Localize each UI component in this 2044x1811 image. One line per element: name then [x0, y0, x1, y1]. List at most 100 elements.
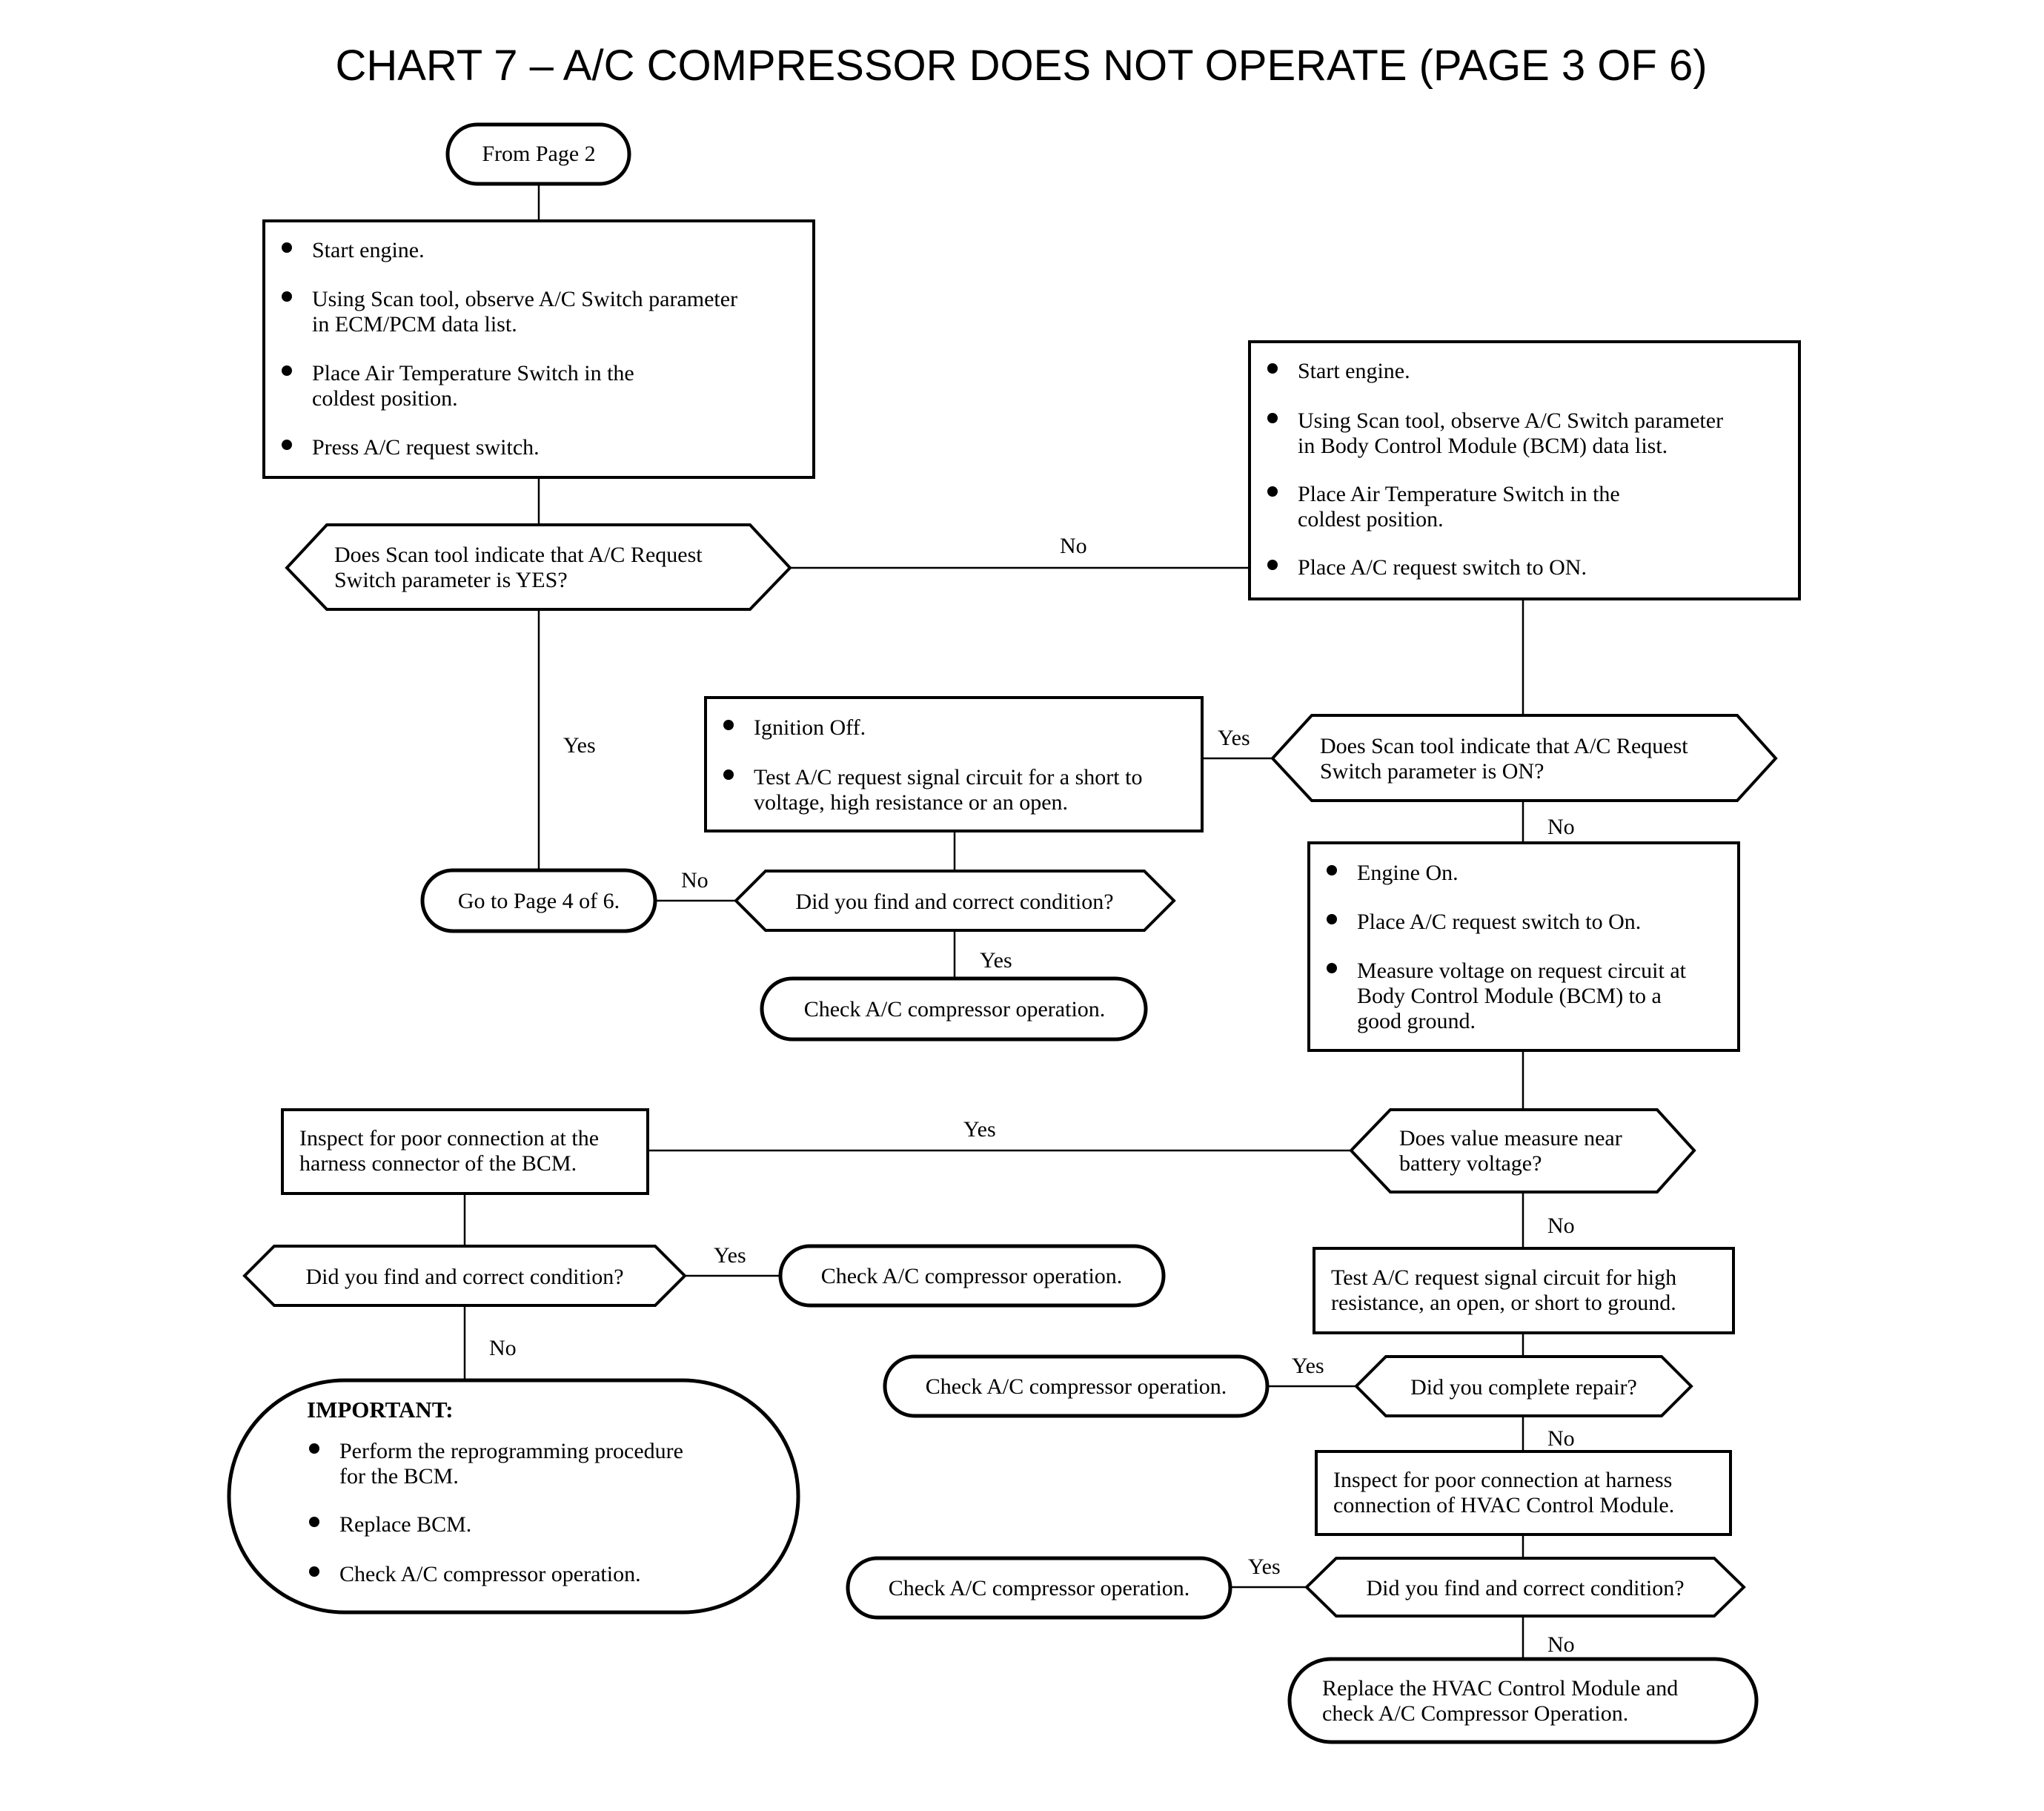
terminal-text: Check A/C compressor operation. [821, 1264, 1123, 1288]
text-line: Replace BCM. [339, 1512, 471, 1537]
text-line: Ignition Off. [754, 715, 866, 740]
edge-label-yes: Yes [1292, 1354, 1324, 1378]
text-line: Did you find and correct condition? [1366, 1576, 1684, 1600]
bullet-icon [1327, 963, 1337, 973]
step-text: Test A/C request signal circuit for a sh… [754, 765, 1142, 815]
text-line: Check A/C compressor operation. [926, 1374, 1227, 1399]
chart-title: CHART 7 – A/C COMPRESSOR DOES NOT OPERAT… [335, 42, 1707, 90]
decision-text: Did you find and correct condition? [1366, 1576, 1684, 1600]
check-operation-terminal-4: Check A/C compressor operation. [846, 1556, 1232, 1620]
step-text: Ignition Off. [754, 715, 866, 740]
text-line: Press A/C request switch. [312, 435, 540, 460]
from-page-terminal: From Page 2 [445, 122, 631, 186]
initial-steps-box: Start engine. Using Scan tool, observe A… [262, 219, 815, 479]
decision-find-correct-1: Did you find and correct condition? [734, 870, 1176, 932]
step-text: Using Scan tool, observe A/C Switch para… [1298, 408, 1723, 458]
connectors [463, 184, 1524, 1659]
text-line: Using Scan tool, observe A/C Switch para… [1298, 408, 1723, 433]
text-line: resistance, an open, or short to ground. [1331, 1291, 1676, 1315]
bullet-icon [1327, 914, 1337, 924]
bullet-icon [282, 242, 292, 253]
check-operation-terminal-2: Check A/C compressor operation. [778, 1244, 1166, 1308]
edge-label-yes: Yes [963, 1117, 996, 1142]
text-line: Did you find and correct condition? [305, 1265, 623, 1289]
text-line: Check A/C compressor operation. [804, 997, 1106, 1022]
text-line: Switch parameter is YES? [334, 568, 568, 592]
bullet-icon [1327, 865, 1337, 875]
bcm-steps-box: Start engine. Using Scan tool, observe A… [1248, 340, 1801, 600]
text-line: From Page 2 [482, 142, 595, 166]
text-line: Check A/C compressor operation. [889, 1576, 1190, 1600]
bullet-icon [723, 769, 734, 780]
text-line: Did you complete repair? [1410, 1375, 1637, 1400]
edge-label-yes: Yes [714, 1243, 746, 1268]
decision-complete-repair: Did you complete repair? [1354, 1355, 1693, 1417]
bullet-icon [309, 1517, 319, 1527]
bullet-icon [723, 720, 734, 730]
text-line: check A/C Compressor Operation. [1322, 1701, 1628, 1726]
bullet-icon [309, 1443, 319, 1454]
text-line: Replace the HVAC Control Module and [1322, 1676, 1678, 1701]
terminal-text: From Page 2 [482, 142, 595, 166]
terminal-text: Check A/C compressor operation. [889, 1576, 1190, 1600]
important-terminal: IMPORTANT: Perform the reprogramming pro… [227, 1378, 800, 1615]
decision-find-correct-2: Did you find and correct condition? [242, 1245, 687, 1307]
decision-text: Does Scan tool indicate that A/C Request… [334, 543, 703, 592]
decision-scan-tool-on: Does Scan tool indicate that A/C Request… [1270, 714, 1778, 802]
text-line: Place Air Temperature Switch in the [312, 361, 634, 385]
text-line: in Body Control Module (BCM) data list. [1298, 434, 1668, 458]
terminal-text: Check A/C compressor operation. [804, 997, 1106, 1022]
step-text: Using Scan tool, observe A/C Switch para… [312, 287, 737, 337]
edge-label-no: No [1547, 815, 1575, 839]
text-line: Go to Page 4 of 6. [458, 889, 620, 913]
edge-label-yes: Yes [563, 733, 596, 758]
bullet-icon [282, 440, 292, 450]
edge-label-no: No [489, 1336, 517, 1360]
text-line: Does Scan tool indicate that A/C Request [334, 543, 703, 567]
text-line: in ECM/PCM data list. [312, 312, 517, 337]
edge-label-no: No [1060, 534, 1087, 558]
text-line: Place A/C request switch to ON. [1298, 555, 1587, 580]
test-circuit-box: Test A/C request signal circuit for high… [1313, 1247, 1735, 1334]
text-line: Does value measure near [1399, 1126, 1622, 1151]
bullet-icon [1267, 363, 1278, 374]
decision-text: Did you find and correct condition? [305, 1265, 623, 1289]
text-line: Perform the reprogramming procedure [339, 1439, 683, 1463]
edge-label-no: No [1547, 1214, 1575, 1238]
step-text: Replace BCM. [339, 1512, 471, 1537]
edge-labels: No Yes Yes No No Yes Yes No Yes No Yes N… [489, 534, 1575, 1657]
step-text: Start engine. [312, 238, 425, 262]
text-line: Using Scan tool, observe A/C Switch para… [312, 287, 737, 311]
text-line: connection of HVAC Control Module. [1333, 1493, 1674, 1517]
bullet-icon [1267, 560, 1278, 570]
decision-text: Did you find and correct condition? [795, 890, 1113, 914]
decision-find-correct-3: Did you find and correct condition? [1304, 1557, 1746, 1618]
edge-label-yes: Yes [980, 948, 1012, 973]
box-text: Test A/C request signal circuit for high… [1331, 1265, 1676, 1315]
important-heading: IMPORTANT: [307, 1397, 454, 1423]
text-line: battery voltage? [1399, 1151, 1542, 1176]
text-line: Does Scan tool indicate that A/C Request [1320, 734, 1688, 758]
bullet-icon [282, 365, 292, 376]
text-line: Start engine. [1298, 359, 1410, 383]
text-line: Inspect for poor connection at harness [1333, 1468, 1672, 1492]
text-line: Measure voltage on request circuit at [1357, 959, 1687, 983]
terminal-text: Check A/C compressor operation. [926, 1374, 1227, 1399]
text-line: Check A/C compressor operation. [339, 1562, 641, 1586]
text-line: Place A/C request switch to On. [1357, 910, 1641, 934]
text-line: coldest position. [1298, 507, 1444, 532]
decision-text: Does Scan tool indicate that A/C Request… [1320, 734, 1688, 784]
check-operation-terminal-1: Check A/C compressor operation. [760, 976, 1148, 1042]
edge-label-no: No [1547, 1632, 1575, 1657]
text-line: harness connector of the BCM. [299, 1151, 577, 1176]
text-line: Check A/C compressor operation. [821, 1264, 1123, 1288]
